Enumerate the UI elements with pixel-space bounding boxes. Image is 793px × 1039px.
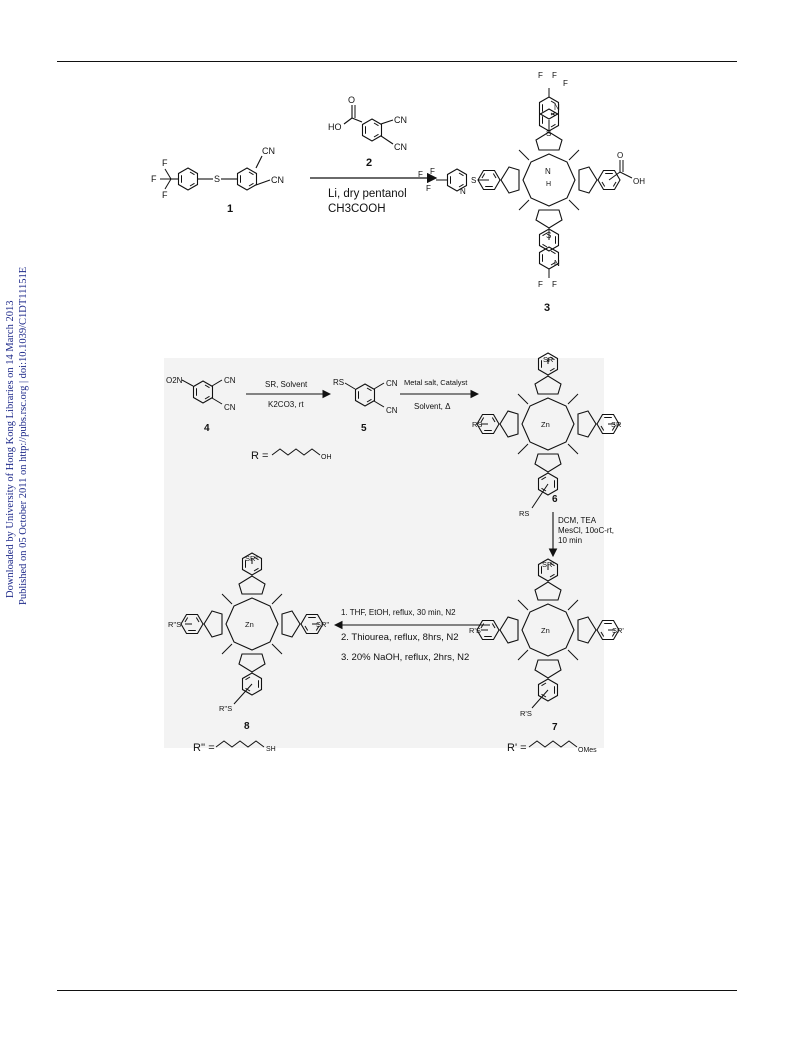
thioether-label: SR <box>611 420 622 429</box>
compound-2-structure: O HO CN CN 2 <box>328 95 407 169</box>
thiol-label: SR'' <box>316 620 330 629</box>
hydroxyl-label: OH <box>633 177 645 186</box>
thioether-label: R'S <box>520 709 532 718</box>
hexyl-chain <box>528 740 578 748</box>
r-prime-definition-label: R' = <box>507 742 527 754</box>
scheme-2: O2N SR CN CN 4 SR, Solvent K2CO3, rt RS … <box>166 353 624 754</box>
fluorine-label: F <box>538 280 543 289</box>
zinc-label: Zn <box>541 420 550 429</box>
nitrile-label: CN <box>224 403 236 412</box>
hydroxyl-label: HO <box>328 122 342 132</box>
fluorine-label: F <box>162 190 168 200</box>
fluorine-label: F <box>552 71 557 80</box>
thiol-label: R''S <box>168 620 181 629</box>
oxygen-label: O <box>617 151 623 160</box>
step1-condition-top: SR, Solvent <box>265 380 308 389</box>
top-rule <box>57 61 737 62</box>
bottom-rule <box>57 990 737 991</box>
sulfur-label: S <box>546 129 551 138</box>
nitrile-label: CN <box>394 142 407 152</box>
thioether-label: RS <box>472 420 482 429</box>
nitrogen-label: N <box>460 187 466 196</box>
step4-condition-line1: 1. THF, EtOH, reflux, 30 min, N2 <box>341 608 456 617</box>
compound-4-number: 4 <box>204 423 210 434</box>
nitrile-label: CN <box>394 115 407 125</box>
sulfur-label: S <box>471 176 476 185</box>
nitrogen-label: N <box>545 167 551 176</box>
fluorine-label: F <box>162 158 168 168</box>
compound-5-structure: RS CN CN 5 <box>333 378 398 434</box>
compound-3-number: 3 <box>544 302 550 314</box>
compound-2-number: 2 <box>366 157 372 169</box>
nitrile-label: CN <box>224 376 236 385</box>
condition-acetic-acid: CH3COOH <box>328 203 386 215</box>
r-definition-label: R = <box>251 450 268 462</box>
oxygen-label: O <box>348 95 355 105</box>
thioether-label: SR' <box>542 560 554 569</box>
r-prime-terminal-group: OMes <box>578 747 597 754</box>
step4-condition-line2: 2. Thiourea, reflux, 8hrs, N2 <box>341 632 459 643</box>
thioether-label: SR <box>543 355 554 364</box>
thioether-label: SR' <box>612 626 624 635</box>
step3-condition-line2: MesCl, 10oC-rt, <box>558 526 614 535</box>
fluorine-label: F <box>426 184 431 193</box>
compound-4-structure: O2N SR CN CN 4 <box>166 376 236 434</box>
step3-condition-line1: DCM, TEA <box>558 516 597 525</box>
zinc-label: Zn <box>245 620 254 629</box>
nitrogen-label: N <box>554 259 560 268</box>
step4-condition-line3: 3. 20% NaOH, reflux, 2hrs, N2 <box>341 652 469 663</box>
step2-condition-bottom: Solvent, Δ <box>414 402 451 411</box>
compound-7-number: 7 <box>552 722 558 733</box>
nitrile-label: CN <box>262 146 275 156</box>
r-terminal-group: OH <box>321 454 332 461</box>
nitrile-label: CN <box>271 175 284 185</box>
fluorine-label: F <box>538 71 543 80</box>
thioether-label: R'S <box>469 626 481 635</box>
thioether-label: RS <box>333 378 344 387</box>
fluorine-label: F <box>563 79 568 88</box>
hexyl-chain <box>215 740 265 748</box>
r-double-prime-definition-label: R'' = <box>193 742 215 754</box>
scheme-1: F F F S CN CN 1 O HO CN CN 2 Li, dry pen… <box>151 71 645 314</box>
thiol-label: R''S <box>219 704 232 713</box>
compound-6-number: 6 <box>552 494 558 505</box>
compound-8-number: 8 <box>244 721 250 732</box>
compound-6-structure: Zn SR SR RS RS 6 <box>472 353 622 518</box>
hexyl-chain <box>271 448 321 456</box>
fluorine-label: F <box>151 174 157 184</box>
compound-1-structure: F F F S CN CN 1 <box>151 146 284 215</box>
sulfur-label: S <box>546 231 551 240</box>
nitrile-label: CN <box>386 406 398 415</box>
thiol-label: SR'' <box>245 554 259 563</box>
compound-7-structure: Zn SR' SR' R'S R'S 7 <box>469 559 624 733</box>
compound-1-number: 1 <box>227 203 233 215</box>
hydrogen-label: H <box>546 181 551 188</box>
condition-li-pentanol: Li, dry pentanol <box>328 188 407 200</box>
zinc-label: Zn <box>541 626 550 635</box>
step1-condition-bottom: K2CO3, rt <box>268 400 304 409</box>
nitro-label: O2N <box>166 376 183 385</box>
r-double-prime-terminal-group: SH <box>266 746 276 753</box>
nitrogen-label: N <box>554 103 560 112</box>
fluorine-label: F <box>418 170 423 179</box>
nitrile-label: CN <box>386 379 398 388</box>
step2-condition-top: Metal salt, Catalyst <box>404 378 468 387</box>
sulfur-label: S <box>214 174 220 184</box>
thioether-label: RS <box>519 509 529 518</box>
compound-3-structure: S N F F F S N F F S N F F F <box>418 71 645 314</box>
fluorine-label: F <box>430 167 435 176</box>
scheme-2-background <box>164 358 604 748</box>
compound-5-number: 5 <box>361 423 367 434</box>
step3-condition-line3: 10 min <box>558 536 582 545</box>
fluorine-label: F <box>552 280 557 289</box>
compound-8-structure: Zn SR'' SR'' R''S R''S 8 <box>168 553 330 732</box>
